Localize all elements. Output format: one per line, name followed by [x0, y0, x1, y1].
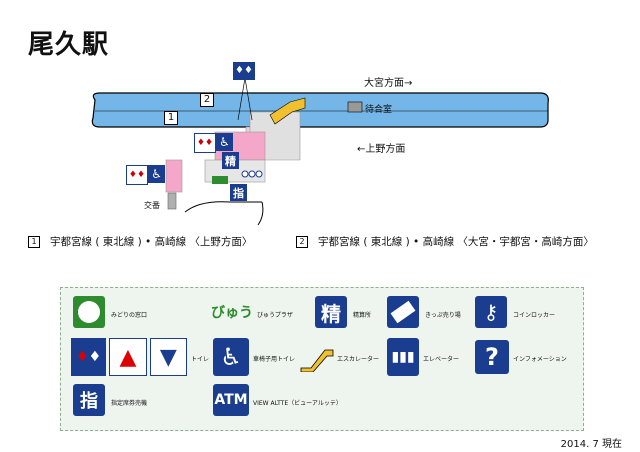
- legend-seisan-label: 精算所: [353, 312, 372, 319]
- station-map: [91, 77, 549, 226]
- footer-date: 2014. 7 現在: [560, 439, 622, 450]
- waiting-room-label: 待合室: [365, 105, 393, 115]
- legend-toilet-label: トイレ: [191, 356, 210, 363]
- direction-omiya: 大宮方面→: [364, 78, 413, 89]
- line-2-text: 宇都宮線 ( 東北線 ) • 高崎線 〈大宮・宇都宮・高崎方面〉: [318, 236, 594, 248]
- map-midori-shape: [212, 176, 228, 184]
- escalator-icon: [300, 349, 334, 372]
- map-seisan-icon: 精: [222, 152, 239, 169]
- line-1-number: 1: [28, 236, 40, 248]
- map-shitei-icon: 指: [230, 184, 247, 201]
- police-box-label: 交番: [144, 201, 160, 210]
- line-info-2: 2 宇都宮線 ( 東北線 ) • 高崎線 〈大宮・宇都宮・高崎方面〉: [296, 234, 594, 249]
- legend-atm-label: VIEW ALTTE（ビューアルッテ）: [253, 400, 342, 407]
- legend-information-label: インフォメーション: [513, 356, 567, 363]
- map-toilet-icon-3: ♦♦: [126, 165, 148, 185]
- map-wheelchair-icon-2: ♿: [148, 165, 165, 183]
- legend-jyu-plaza-label: びゅうプラザ: [257, 312, 293, 319]
- midori-window-icon: [73, 296, 105, 328]
- legend-shitei-label: 指定席券売機: [111, 400, 148, 407]
- map-escalator-icon: [269, 97, 306, 125]
- legend-coin-locker-label: コインロッカー: [513, 312, 556, 319]
- key-icon: ⚷: [475, 296, 507, 328]
- line-1-text: 宇都宮線 ( 東北線 ) • 高崎線 〈上野方面〉: [50, 236, 253, 248]
- legend-panel: みどりの窓口 びゅう びゅうプラザ 精 精算所 きっぷ売り場 ⚷ コインロッカー…: [60, 287, 584, 431]
- map-toilet-icon: ♦♦: [233, 62, 255, 80]
- map-toilet-icon-2: ♦♦: [194, 133, 216, 153]
- waiting-room-shape: [347, 101, 363, 113]
- police-box-shape: [167, 192, 177, 210]
- page-title: 尾久駅: [28, 30, 110, 60]
- toilet-icon: ♦♦ ▲ ▼: [71, 338, 187, 376]
- legend-midori-label: みどりの窓口: [111, 312, 148, 319]
- legend-wheelchair-label: 車椅子用トイレ: [253, 356, 296, 363]
- jyu-logo: びゅう: [211, 305, 253, 321]
- wheelchair-icon: ♿: [213, 338, 249, 376]
- ticket-icon: [387, 296, 419, 328]
- information-icon: ?: [475, 340, 509, 374]
- platform-2-number: 2: [200, 93, 214, 107]
- legend-kippu-label: きっぷ売り場: [425, 312, 461, 319]
- direction-ueno: ←上野方面: [357, 144, 406, 155]
- line-info-1: 1 宇都宮線 ( 東北線 ) • 高崎線 〈上野方面〉: [28, 234, 252, 249]
- atm-icon: ATM: [213, 384, 249, 416]
- map-wheelchair-icon: ♿: [216, 133, 233, 151]
- shitei-icon: 指: [73, 384, 105, 416]
- seisan-icon: 精: [315, 296, 347, 328]
- line-2-number: 2: [296, 236, 308, 248]
- legend-escalator-label: エスカレーター: [337, 356, 380, 363]
- legend-elevator-label: エレベーター: [423, 356, 460, 363]
- elevator-icon: ▮▮▮: [387, 338, 419, 376]
- platform-1-number: 1: [164, 111, 178, 125]
- platform-shape: [91, 92, 549, 128]
